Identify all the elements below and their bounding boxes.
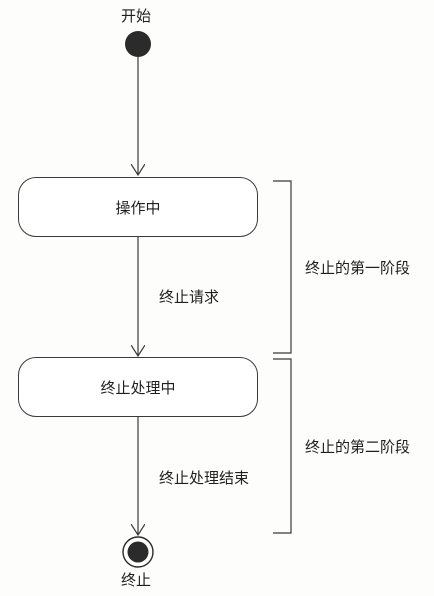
phase-1-label: 终止的第一阶段: [305, 259, 411, 277]
transition-label-terminate-request: 终止请求: [159, 288, 220, 306]
state-terminating: 终止处理中: [18, 357, 258, 417]
final-node-core: [127, 541, 149, 563]
state-terminating-label: 终止处理中: [100, 378, 176, 397]
transition-label-terminate-finished: 终止处理结束: [159, 469, 250, 487]
phase-2-label: 终止的第二阶段: [305, 438, 411, 456]
start-label: 开始: [121, 7, 152, 25]
phase-1-bracket: [273, 180, 292, 354]
phase-2-bracket: [273, 358, 292, 534]
end-label: 终止: [121, 571, 152, 589]
state-operating: 操作中: [18, 177, 258, 237]
initial-node: [125, 31, 151, 57]
state-operating-label: 操作中: [115, 198, 161, 217]
